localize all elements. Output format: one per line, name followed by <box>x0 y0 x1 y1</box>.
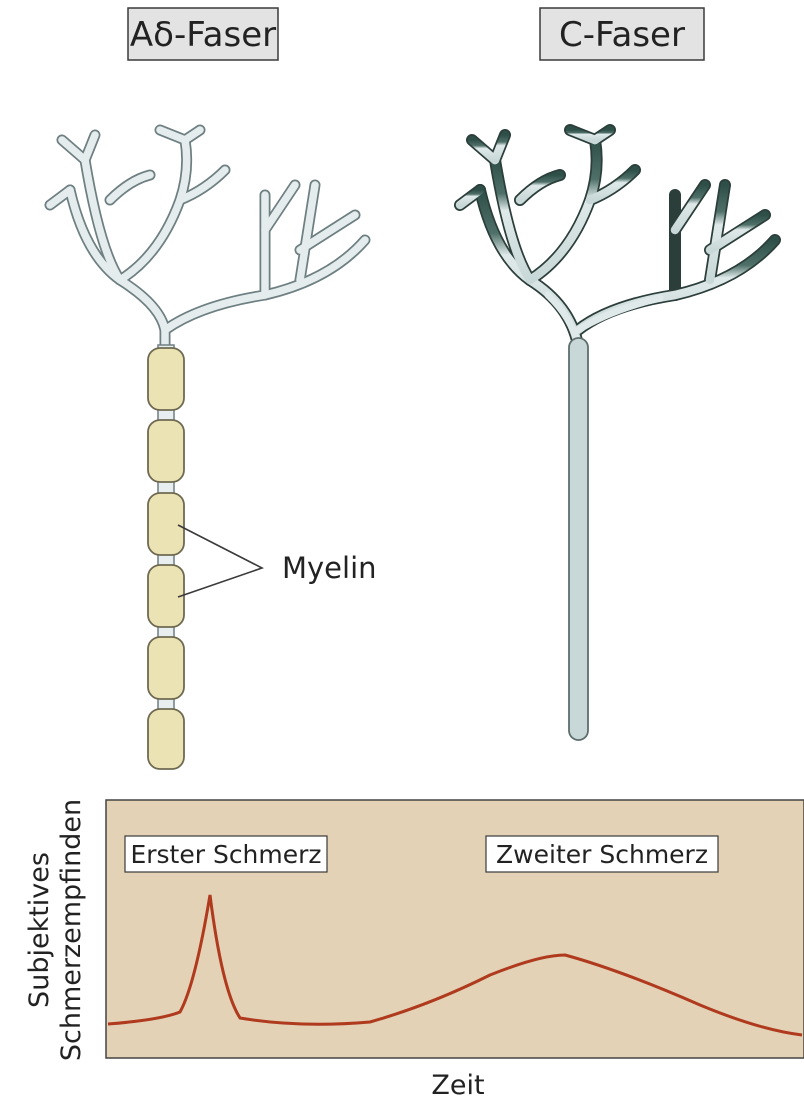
first-pain-label: Erster Schmerz <box>125 836 327 872</box>
y-axis-label-line1: Subjektives <box>24 852 55 1008</box>
myelin-segment <box>148 709 184 769</box>
myelin-segment <box>148 420 184 482</box>
c-fiber-axon <box>569 338 588 740</box>
myelin-segment <box>148 493 184 555</box>
a-delta-fiber-neuron <box>50 130 365 769</box>
c-fiber-label: C-Faser <box>559 15 685 55</box>
c-fiber-neuron <box>460 130 775 740</box>
myelin-annotation: Myelin <box>178 525 377 597</box>
second-pain-label: Zweiter Schmerz <box>486 836 718 872</box>
myelin-segment <box>148 637 184 699</box>
pain-graph: Erster Schmerz Zweiter Schmerz Subjektiv… <box>24 799 804 1101</box>
myelin-label: Myelin <box>282 551 377 585</box>
c-fiber-title: C-Faser <box>540 8 704 60</box>
x-axis-label: Zeit <box>431 1070 484 1101</box>
myelin-segment <box>148 348 184 410</box>
first-pain-text: Erster Schmerz <box>130 840 321 869</box>
a-delta-fiber-title: Aδ-Faser <box>128 8 278 60</box>
a-delta-fiber-label: Aδ-Faser <box>130 15 276 55</box>
y-axis-label-line2: Schmerzempfinden <box>56 799 87 1061</box>
y-axis-label: Subjektives Schmerzempfinden <box>24 799 87 1061</box>
myelin-pointer-lines <box>178 525 262 597</box>
second-pain-text: Zweiter Schmerz <box>496 840 708 869</box>
